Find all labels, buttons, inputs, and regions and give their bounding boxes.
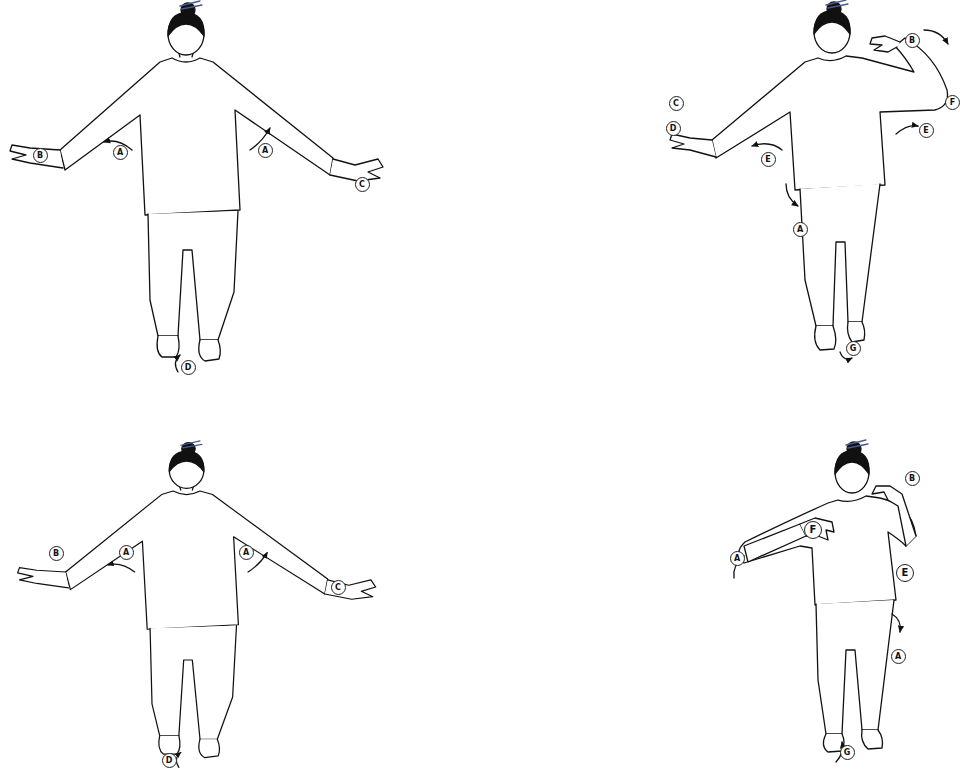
motion-arrow (896, 126, 918, 134)
motion-arrow (924, 30, 948, 44)
hand (670, 134, 716, 157)
foot (157, 336, 179, 357)
callout-letter: A (891, 649, 906, 664)
callout-letter: A (730, 551, 745, 566)
callout-letter: F (945, 95, 960, 110)
foot (815, 326, 836, 350)
callout-letter: D (666, 121, 681, 136)
figure-arms-out (10, 1, 383, 372)
figure-arms-out (18, 441, 376, 767)
hand (330, 159, 383, 181)
callout-letter: B (33, 148, 48, 163)
callout-letter: B (49, 546, 64, 561)
motion-arrow (892, 614, 900, 632)
figure-arm-raised (670, 0, 948, 359)
forearm (872, 486, 916, 546)
motion-arrow (752, 144, 782, 150)
shirt (712, 38, 948, 190)
callout-letter: C (331, 580, 346, 595)
callout-letter: D (162, 753, 177, 768)
callout-letter: A (239, 545, 254, 560)
callout-letter: C (355, 177, 370, 192)
shirt (60, 58, 333, 215)
motion-arrow (175, 355, 180, 372)
foot (848, 322, 865, 342)
foot (199, 340, 221, 361)
callout-letter: D (181, 360, 196, 375)
pants (148, 211, 238, 340)
face (814, 11, 850, 53)
callout-letter: E (919, 123, 934, 138)
callout-letter: E (896, 564, 914, 582)
hairpin (826, 0, 848, 8)
callout-letter: C (669, 96, 684, 111)
callout-letter: E (761, 152, 776, 167)
face (835, 451, 869, 493)
hairpin (846, 440, 868, 448)
hairpin (180, 1, 202, 9)
pants (816, 600, 894, 734)
hand (800, 518, 834, 540)
pants (800, 184, 880, 326)
callout-letter: F (804, 521, 822, 539)
callout-letter: A (113, 145, 128, 160)
callout-letter: G (846, 341, 861, 356)
foot (862, 730, 883, 749)
callout-letter: A (258, 143, 273, 158)
callout-letter: A (793, 222, 808, 237)
forearm (744, 524, 806, 562)
callout-letter: G (840, 745, 855, 760)
shirt (739, 496, 916, 605)
face (168, 13, 204, 55)
callout-letter: B (905, 471, 920, 486)
figure-arms-bent (734, 440, 916, 762)
callout-letter: B (905, 33, 920, 48)
motion-arrow (786, 184, 798, 206)
hand (870, 36, 900, 52)
hand (10, 145, 63, 168)
callout-letter: A (119, 545, 134, 560)
